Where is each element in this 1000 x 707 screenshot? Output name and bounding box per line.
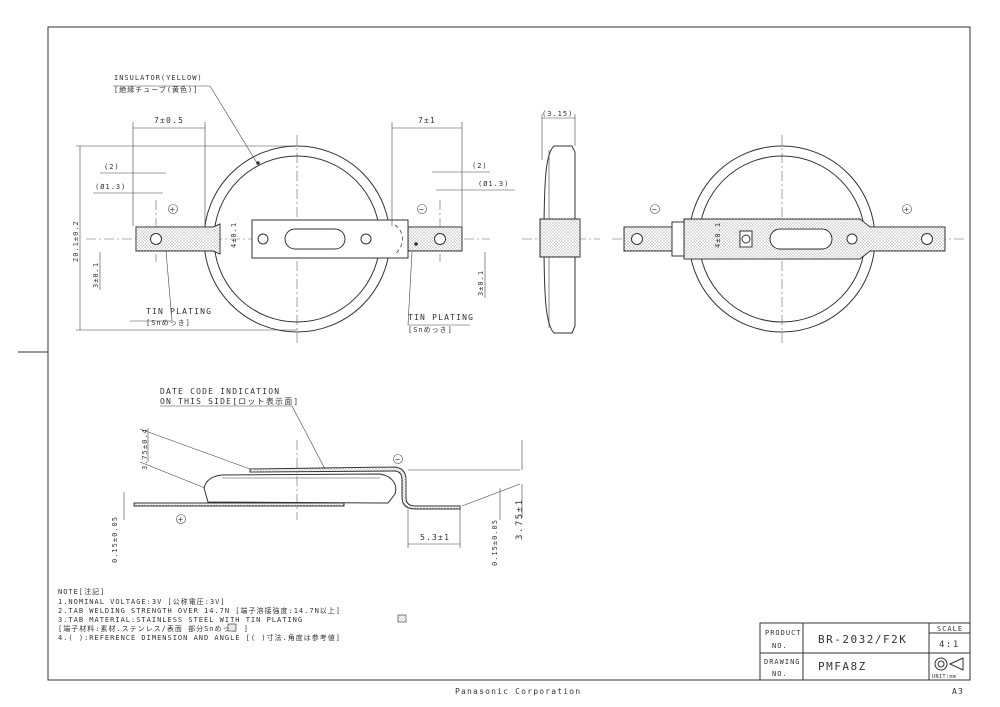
dim-tab-height-front: 4±0.1 (230, 222, 238, 248)
tin-plating-swatch-icon (227, 623, 237, 632)
company-name: Panasonic Corporation (455, 687, 581, 696)
back-view: 4±0.1 − + (612, 135, 965, 345)
note-line-1: 1.NOMINAL VOLTAGE:3V [公称電圧:3V] (58, 597, 226, 606)
drawing-label-2: NO. (772, 670, 788, 678)
back-minus-mark: − (652, 205, 658, 214)
front-view: 7±0.5 7±1 (2) (Ø1.3) (2) (Ø1.3) 20.1±0.2… (72, 74, 515, 345)
dim-left-tab-edge: 3±0.1 (92, 262, 100, 288)
note-line-4: 4.( ):REFERENCE DIMENSION AND ANGLE [( )… (58, 633, 341, 642)
front-plus-mark: + (170, 205, 176, 214)
profile-plus-mark: + (178, 515, 184, 524)
unit-label: UNIT:mm (932, 674, 957, 680)
tin-plating-left: TIN PLATING (146, 307, 212, 316)
side-view: (3.15) (522, 110, 600, 334)
back-plus-mark: + (904, 205, 910, 214)
dim-right-tab-width: (2) (472, 162, 488, 170)
dim-right-hole: (Ø1.3) (478, 180, 509, 188)
dim-left-thickness: 0.15±0.05 (111, 516, 119, 563)
dim-step: 5.3±1 (420, 533, 450, 542)
tin-plating-right: TIN PLATING (408, 313, 474, 322)
product-label-2: NO. (772, 642, 788, 650)
insulator-label-jp: [絶縁チューブ(黄色)] (114, 85, 198, 94)
tin-plating-left-jp: [Snめっき] (146, 319, 191, 327)
product-number: BR-2032/F2K (818, 633, 907, 646)
dim-left-tab-width: (2) (104, 163, 120, 171)
tin-plating-right-jp: [Snめっき] (408, 326, 453, 334)
date-code-label-2: ON THIS SIDE[ロット表示面] (160, 396, 299, 406)
projection-symbol-icon (934, 657, 964, 671)
dim-left-tab-offset: 7±0.5 (154, 116, 184, 125)
product-label-1: PRODUCT (765, 629, 802, 637)
note-line-3: 3.TAB MATERIAL:STAINLESS STEEL WITH TIN … (58, 616, 303, 624)
insulator-label: INSULATOR(YELLOW) (114, 74, 203, 82)
dim-left-hole: (Ø1.3) (95, 183, 126, 191)
tin-plating-swatch-icon (397, 614, 407, 623)
scale-label: SCALE (937, 625, 963, 633)
note-line-3b: [端子材料:素材.ステンレス/表面 部分Snめっき ] (58, 624, 249, 633)
drawing-label-1: DRAWING (764, 658, 801, 666)
notes-title: NOTE[注記] (58, 587, 105, 596)
dim-cell-height: 3.75±0.4 (141, 428, 149, 470)
dim-right-tab-edge: 3±0.1 (477, 270, 485, 296)
title-block: PRODUCT NO. BR-2032/F2K DRAWING NO. PMFA… (759, 622, 971, 681)
dim-right-tab-offset: 7±1 (418, 116, 436, 125)
drawing-frame (47, 26, 971, 681)
notes-block: NOTE[注記] 1.NOMINAL VOLTAGE:3V [公称電圧:3V] … (58, 587, 407, 642)
dim-right-thickness: 0.15±0.05 (491, 519, 499, 566)
dim-right-height: 3.75±1 (515, 498, 525, 540)
dim-tab-height-back: 4±0.1 (714, 222, 722, 248)
dim-side-thickness: (3.15) (542, 110, 573, 118)
scale-value: 4:1 (939, 640, 960, 650)
date-code-label-1: DATE CODE INDICATION (160, 387, 280, 396)
sheet-size: A3 (952, 687, 964, 696)
dim-overall-height: 20.1±0.2 (72, 220, 80, 262)
profile-view: 3.75±0.4 0.15±0.05 5.3±1 0.15±0.05 3.75±… (111, 387, 525, 566)
note-line-2: 2.TAB WELDING STRENGTH OVER 14.7N [端子溶接強… (58, 606, 341, 615)
front-minus-mark: − (419, 205, 425, 214)
profile-minus-mark: − (395, 455, 401, 464)
drawing-number: PMFA8Z (818, 660, 867, 673)
